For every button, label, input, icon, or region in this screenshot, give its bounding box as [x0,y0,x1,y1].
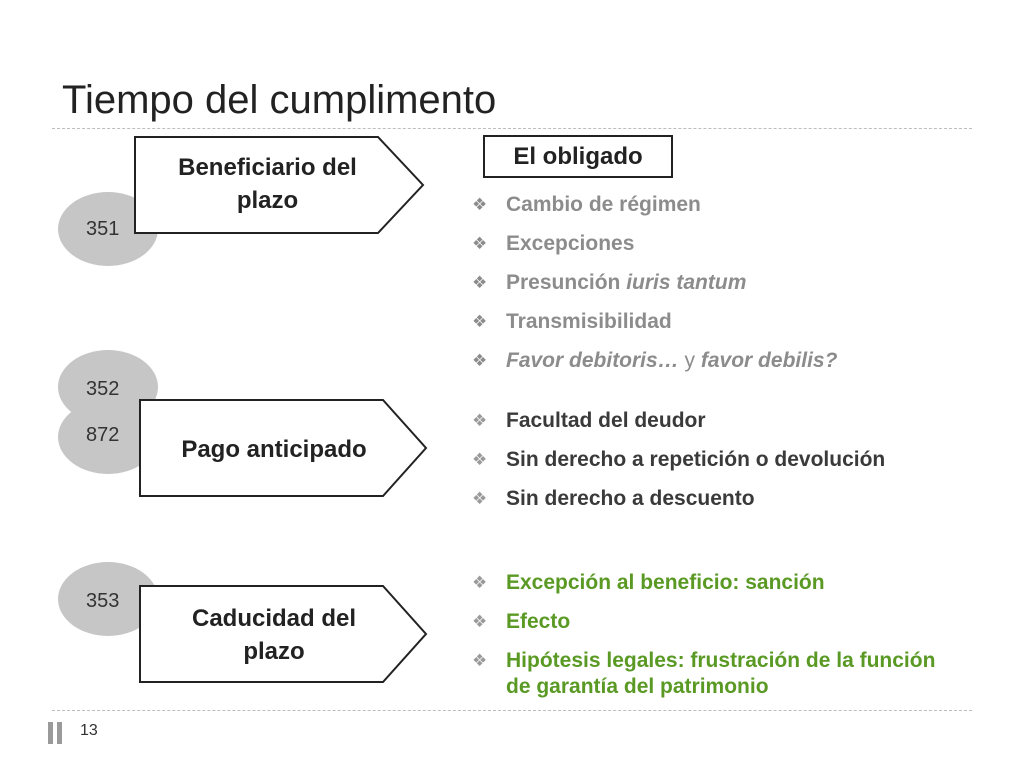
slide-title: Tiempo del cumplimento [62,78,497,122]
list-item: ❖Excepción al beneficio: sanción [472,571,825,594]
diamond-bullet-icon: ❖ [472,195,488,214]
list-caducidad: ❖Excepción al beneficio: sanción ❖Efecto… [466,570,966,700]
list-item: ❖Sin derecho a repetición o devolución [472,448,886,471]
title-divider [52,128,972,129]
list-item: ❖Cambio de régimen [472,193,701,216]
box-el-obligado: El obligado [483,135,673,178]
box-caducidad-line1: Caducidad del [191,605,357,632]
list-item: ❖Favor debitoris… y favor debilis? [472,349,838,372]
article-number: 872 [86,423,120,446]
page-number: 13 [80,722,98,739]
list-pago: ❖Facultad del deudor ❖Sin derecho a repe… [466,408,885,525]
box-beneficiario-line1: Beneficiario del [178,154,357,181]
list-item: ❖Facultad del deudor [472,409,706,432]
pentagon-arrow-caducidad [139,585,428,683]
box-caducidad-line2: plazo [243,638,305,665]
article-number: 352 [86,377,120,400]
article-number: 353 [86,589,120,612]
footer-divider [52,710,972,711]
box-beneficiario-line2: plazo [236,187,299,214]
list-item: ❖Sin derecho a descuento [472,487,755,510]
pentagon-arrow-beneficiario [134,136,425,234]
diamond-bullet-icon: ❖ [472,573,488,592]
diamond-bullet-icon: ❖ [472,411,488,430]
diamond-bullet-icon: ❖ [472,273,488,292]
footer-bars-icon [48,722,62,744]
pentagon-arrow-pago [139,399,428,497]
box-pago-label: Pago anticipado [181,436,367,463]
diamond-bullet-icon: ❖ [472,450,488,469]
diamond-bullet-icon: ❖ [472,351,488,370]
list-item: ❖Hipótesis legales: frustración de la fu… [472,649,936,698]
list-item: ❖Transmisibilidad [472,310,672,333]
list-item: ❖Excepciones [472,232,635,255]
box-beneficiario-label: Beneficiario del plazo [145,151,390,217]
diamond-bullet-icon: ❖ [472,312,488,331]
diamond-bullet-icon: ❖ [472,612,488,631]
diamond-bullet-icon: ❖ [472,234,488,253]
box-caducidad-label: Caducidad del plazo [150,602,398,668]
list-obligado: ❖Cambio de régimen ❖Excepciones ❖Presunc… [466,192,837,387]
diamond-bullet-icon: ❖ [472,651,488,670]
article-number: 351 [86,217,120,240]
list-item: ❖Efecto [472,610,571,633]
diamond-bullet-icon: ❖ [472,489,488,508]
list-item: ❖Presunción iuris tantum [472,271,747,294]
